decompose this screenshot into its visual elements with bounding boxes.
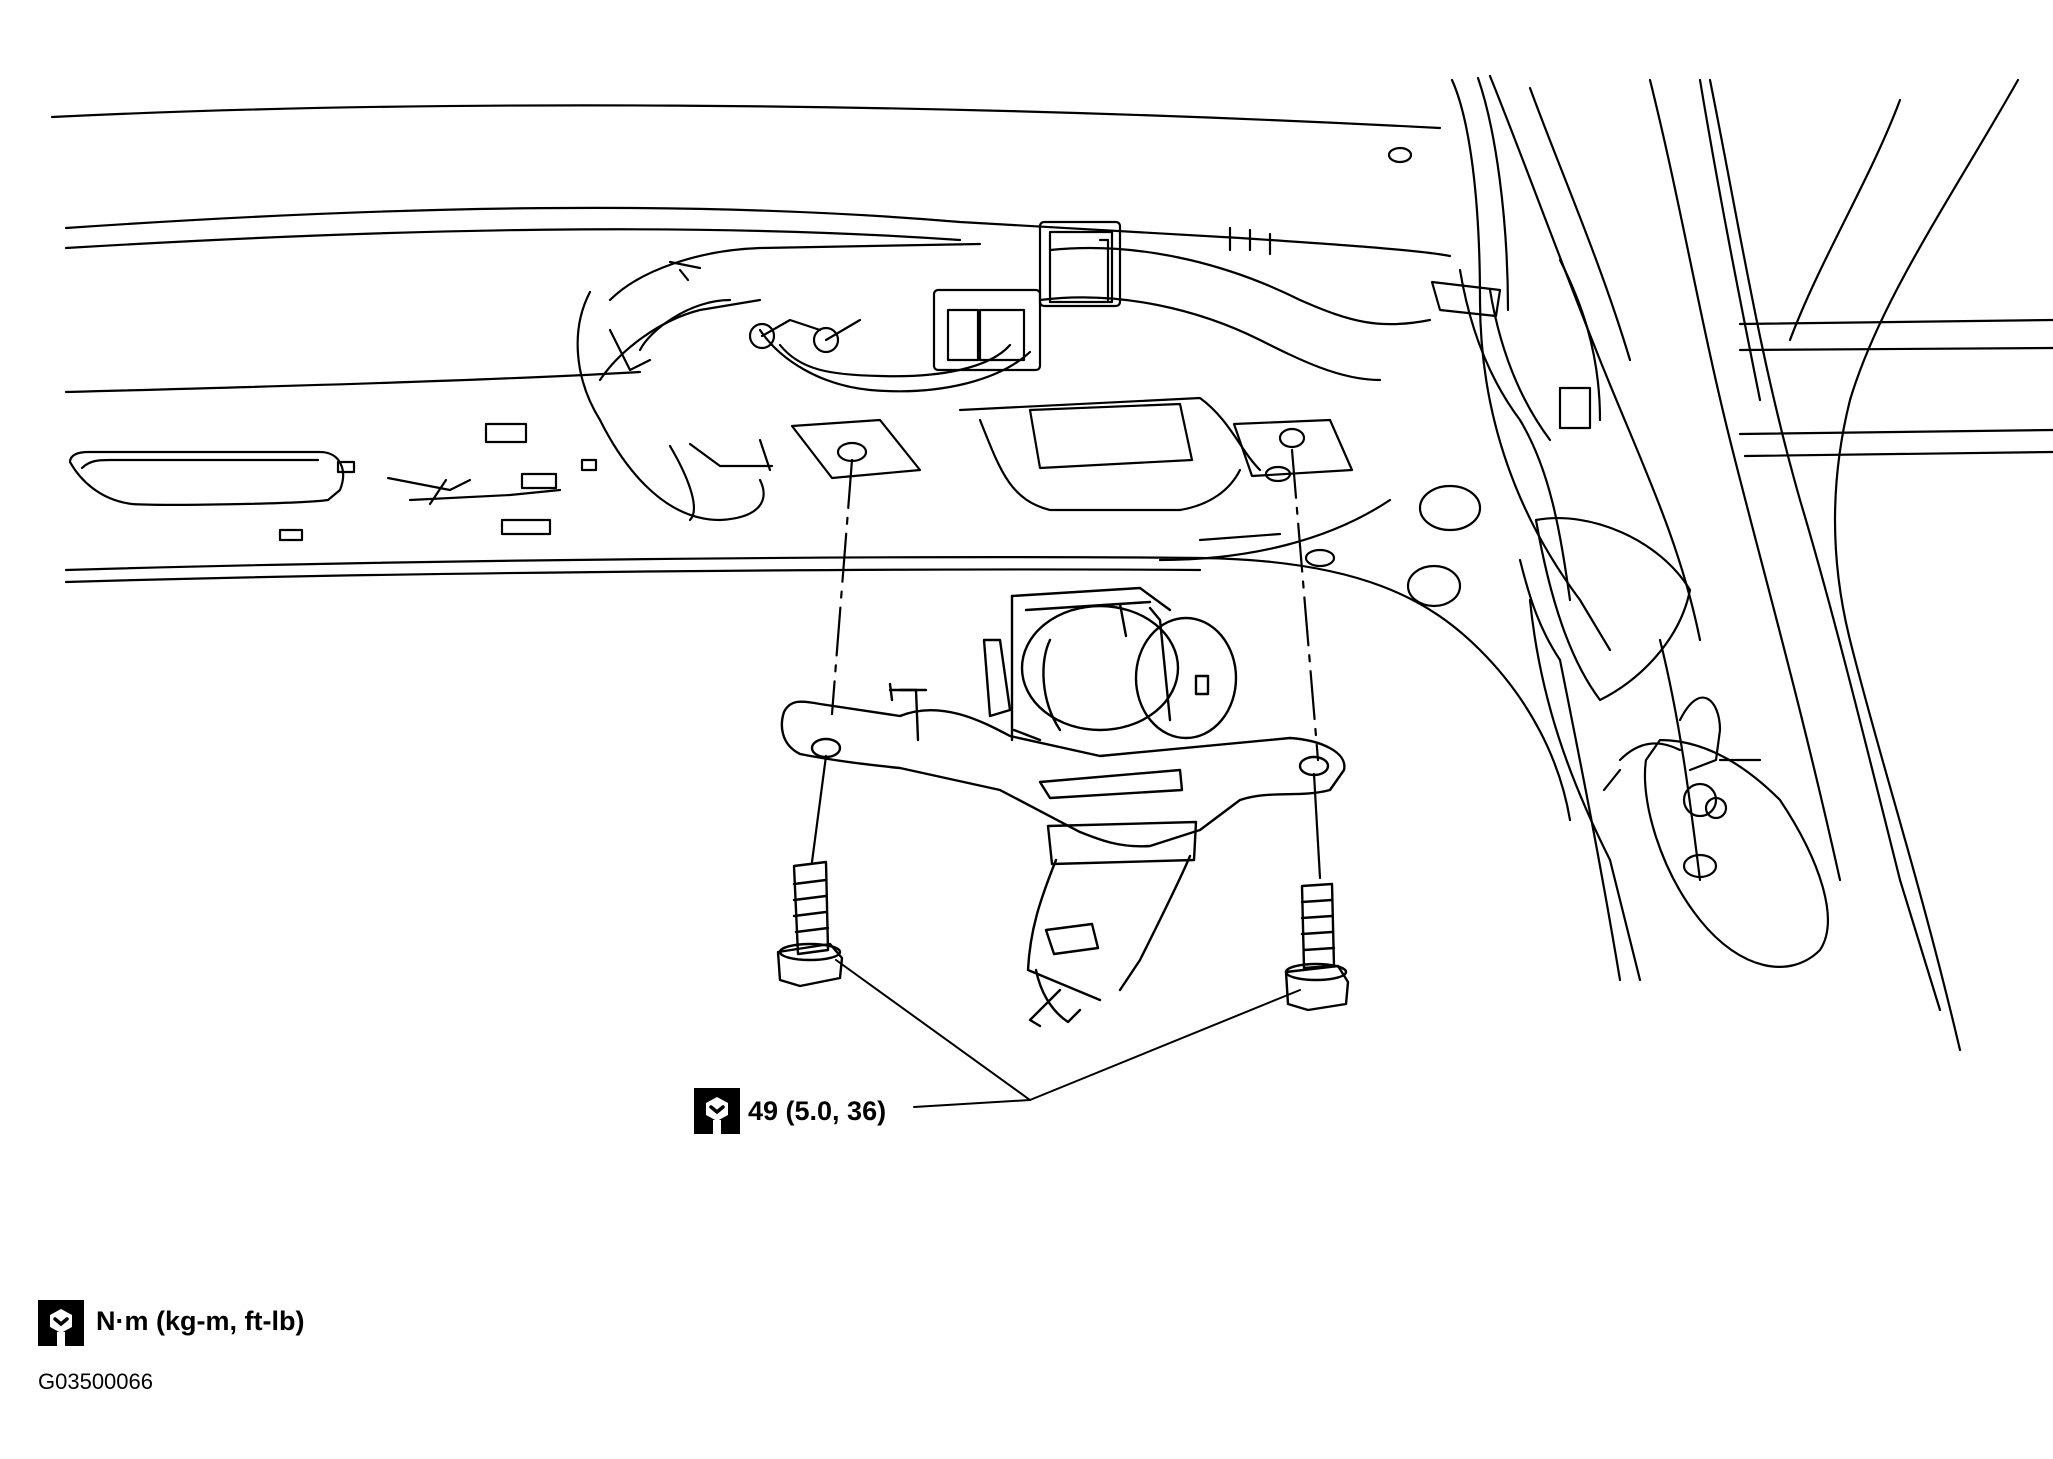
torque-units-legend: N·m (kg-m, ft-lb) [96, 1306, 305, 1336]
torque-value-label: 49 (5.0, 36) [748, 1096, 887, 1126]
alignment-lines [830, 448, 1320, 762]
alignment-lines-lower [810, 754, 1322, 880]
bolt-right [1284, 882, 1350, 1012]
lower-anchor [1602, 696, 1829, 968]
figure-code: G03500066 [38, 1369, 153, 1394]
torque-wrench-icon [38, 1300, 84, 1346]
b-pillar [1430, 74, 2053, 1052]
torque-wrench-icon [694, 1088, 740, 1134]
bolt-left [776, 860, 844, 988]
body-panel [50, 104, 1572, 822]
mounting-plate-right [958, 396, 1354, 512]
panel-holes [1198, 484, 1482, 608]
seat-belt-retractor [780, 586, 1346, 1028]
mounting-plate-left [668, 418, 922, 522]
wiring-harness [576, 220, 1432, 522]
leader-lines [835, 959, 1301, 1108]
